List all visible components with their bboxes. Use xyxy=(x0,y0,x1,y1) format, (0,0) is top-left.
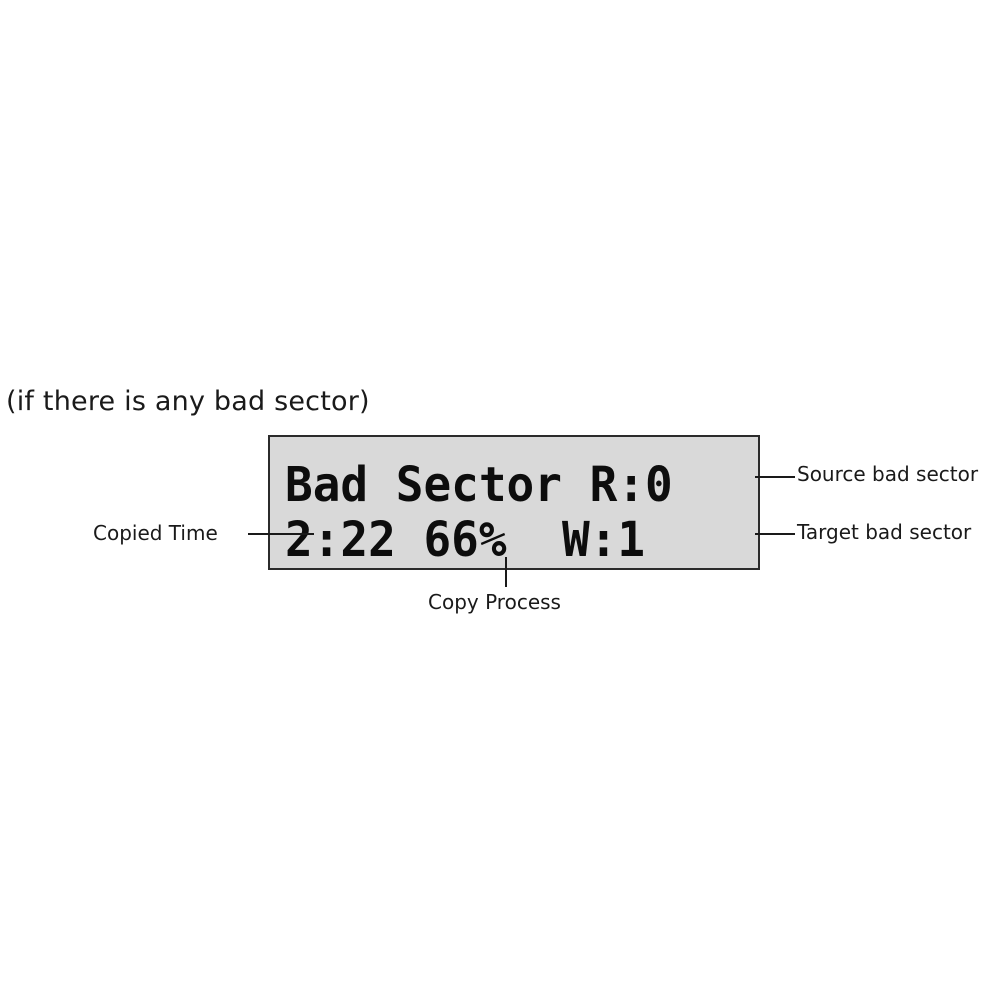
lcd-display: Bad Sector R:0 2:22 66% W:1 xyxy=(268,435,760,570)
lcd-copied-time: 2:22 xyxy=(285,510,396,568)
source-bad-sector-leader-line xyxy=(755,476,795,478)
copy-process-leader-line xyxy=(505,557,507,587)
target-bad-sector-label: Target bad sector xyxy=(797,520,972,544)
lcd-write-bad-sector: W:1 xyxy=(561,510,646,568)
target-bad-sector-leader-line xyxy=(755,533,795,535)
copy-process-label: Copy Process xyxy=(428,590,561,614)
copied-time-leader-line xyxy=(248,533,314,535)
source-bad-sector-label: Source bad sector xyxy=(797,462,979,486)
lcd-copy-percent: 66% xyxy=(423,510,507,568)
bad-sector-caption: (if there is any bad sector) xyxy=(6,386,370,417)
lcd-line-status: 2:22 66% W:1 xyxy=(285,512,645,567)
lcd-line-bad-sector-read: Bad Sector R:0 xyxy=(285,455,673,513)
copied-time-label: Copied Time xyxy=(93,521,218,545)
